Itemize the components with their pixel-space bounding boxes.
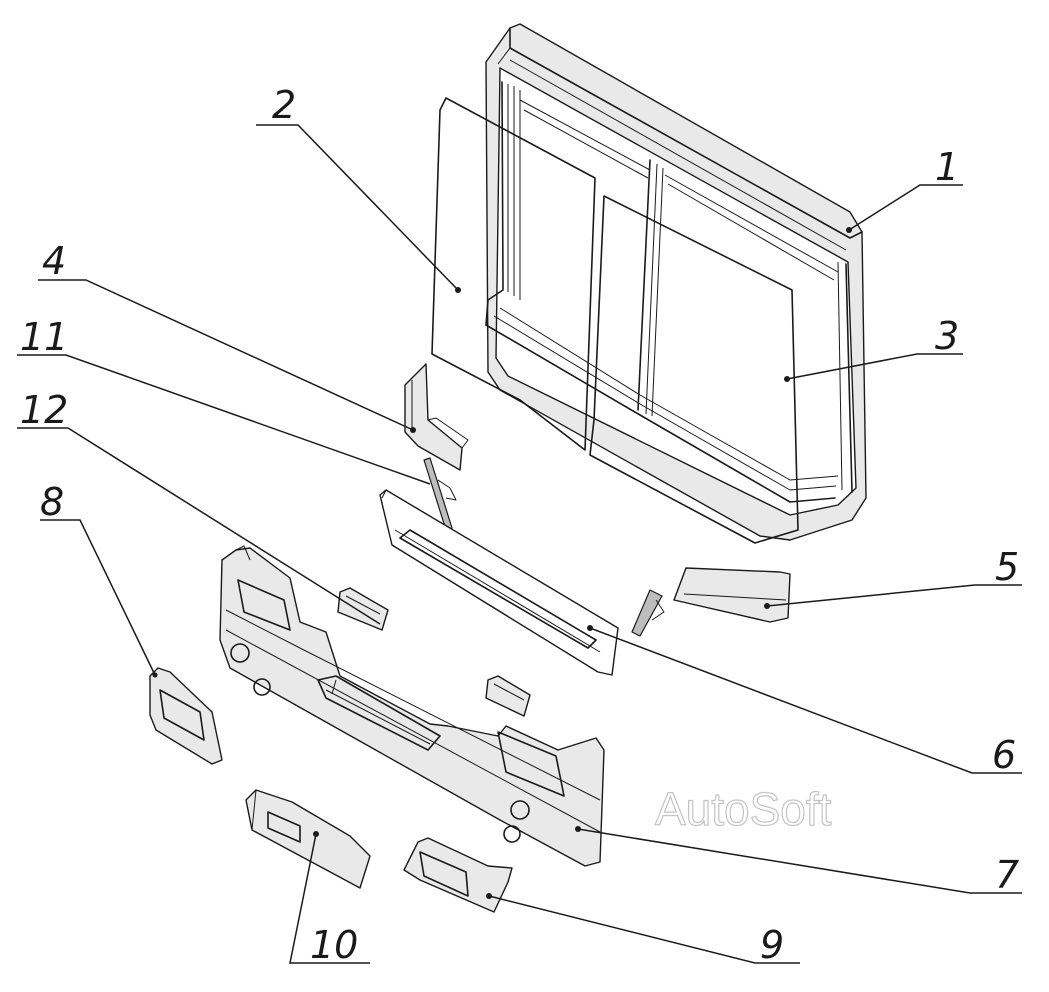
watermark: AutoSoft	[655, 783, 832, 835]
callout-labels: 1 2 3 4 5 6 7 8 9 10 11 12	[20, 83, 1019, 967]
callout-7: 7	[995, 853, 1019, 897]
callout-5: 5	[995, 545, 1019, 589]
leader-lines	[17, 124, 1022, 964]
callout-3: 3	[935, 314, 959, 358]
part-1-cab-frame	[485, 23, 867, 541]
callout-8: 8	[40, 480, 64, 524]
part-5-right-corner-panel	[631, 567, 791, 637]
callout-12: 12	[20, 388, 68, 432]
callout-10: 10	[310, 923, 358, 967]
callout-4: 4	[42, 239, 66, 283]
part-12-insert	[337, 587, 389, 631]
callout-1: 1	[935, 145, 959, 189]
part-8-left-endcap	[149, 667, 223, 765]
callout-9: 9	[760, 923, 784, 967]
part-7-bumper	[219, 545, 605, 867]
callout-11: 11	[20, 315, 68, 359]
part-10-lower-trim	[245, 789, 371, 889]
callout-6: 6	[992, 733, 1016, 777]
part-4-left-corner-panel	[404, 363, 469, 471]
part-12-insert-second	[485, 675, 531, 717]
callout-2: 2	[272, 83, 296, 127]
part-11-left-bracket	[423, 457, 457, 531]
part-9-lower-endcap	[403, 837, 513, 913]
part-6-grille-panel	[379, 489, 619, 676]
